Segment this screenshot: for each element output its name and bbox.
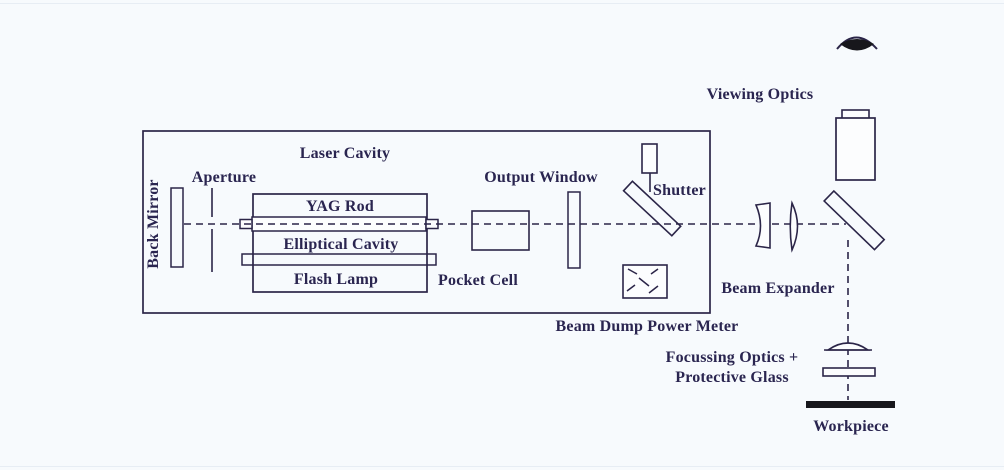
workpiece-bar xyxy=(806,401,895,408)
eye-icon-lid xyxy=(836,36,878,50)
workpiece-label: Workpiece xyxy=(813,418,889,435)
yag-rod-label: YAG Rod xyxy=(306,198,374,215)
shutter-label: Shutter xyxy=(653,182,706,199)
top-edge-line xyxy=(0,3,1004,4)
turning-mirror xyxy=(823,189,886,251)
viewing-camera xyxy=(835,117,876,181)
output-window xyxy=(567,191,581,269)
pocket-cell-label: Pocket Cell xyxy=(438,272,518,289)
bottom-edge-line xyxy=(0,466,1004,467)
shutter-blade xyxy=(622,180,682,237)
flash-lamp-bar xyxy=(241,253,437,266)
elliptical-cavity-label: Elliptical Cavity xyxy=(284,236,399,253)
focussing-optics-label-line1: Focussing Optics + xyxy=(666,349,799,366)
eye-icon xyxy=(840,39,874,51)
beam-expander-label: Beam Expander xyxy=(721,280,834,297)
laser-cavity-label: Laser Cavity xyxy=(300,145,391,162)
yag-rod xyxy=(251,216,427,232)
elliptical-cavity-box xyxy=(252,193,428,293)
shutter-actuator xyxy=(641,143,658,174)
protective-glass xyxy=(822,367,876,377)
focussing-lens xyxy=(825,342,871,351)
pocket-cell xyxy=(471,210,530,251)
beam-expander-convex-lens xyxy=(789,200,799,253)
laser-cavity-box xyxy=(142,130,711,314)
output-window-label: Output Window xyxy=(484,169,598,186)
flash-lamp-label: Flash Lamp xyxy=(294,271,378,288)
back-mirror-label: Back Mirror xyxy=(145,179,162,268)
focussing-optics-label-line2: Protective Glass xyxy=(675,369,789,386)
beam-dump-power-meter-label: Beam Dump Power Meter xyxy=(556,318,739,335)
back-mirror xyxy=(170,187,184,268)
aperture-label: Aperture xyxy=(192,169,256,186)
beam-expander-concave-lens xyxy=(754,202,771,249)
viewing-optics-label: Viewing Optics xyxy=(707,86,814,103)
beam-dump-glass-marks xyxy=(626,268,659,294)
